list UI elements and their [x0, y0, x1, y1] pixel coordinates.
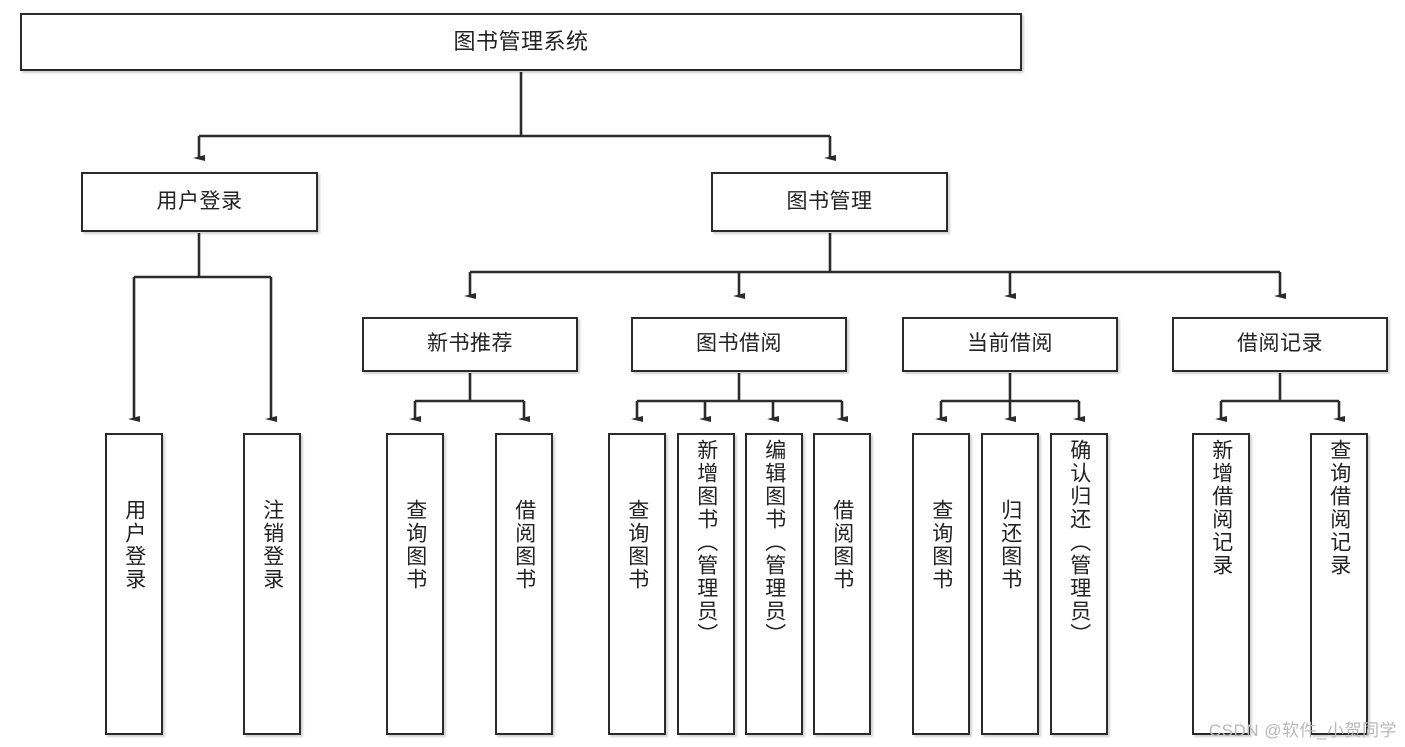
node-leaf-edit-book[interactable]: 编辑图书（管理员）	[745, 433, 803, 735]
node-new-book-recommend[interactable]: 新书推荐	[362, 317, 578, 372]
node-leaf-user-logout[interactable]: 注销登录	[243, 433, 301, 735]
node-root[interactable]: 图书管理系统	[20, 13, 1022, 71]
node-leaf-return-book-label: 归还图书	[998, 499, 1022, 591]
node-leaf-query-book-2-label: 查询图书	[625, 499, 649, 591]
node-user-login[interactable]: 用户登录	[81, 172, 318, 232]
node-borrow-record-label: 借阅记录	[1237, 332, 1323, 356]
node-leaf-query-book-1-label: 查询图书	[403, 499, 427, 591]
node-leaf-query-record-label: 查询借阅记录	[1327, 439, 1351, 577]
node-leaf-query-book-3-label: 查询图书	[929, 499, 953, 591]
node-current-borrow[interactable]: 当前借阅	[902, 317, 1118, 372]
node-leaf-borrow-book-2[interactable]: 借阅图书	[813, 433, 871, 735]
node-book-borrow[interactable]: 图书借阅	[631, 317, 847, 372]
node-leaf-add-record[interactable]: 新增借阅记录	[1192, 433, 1250, 735]
node-user-login-label: 用户登录	[156, 189, 243, 213]
node-leaf-borrow-book-1-label: 借阅图书	[512, 499, 536, 591]
node-book-management-label: 图书管理	[786, 189, 873, 213]
node-book-management[interactable]: 图书管理	[711, 172, 948, 232]
node-leaf-borrow-book-1[interactable]: 借阅图书	[495, 433, 553, 735]
node-leaf-borrow-book-2-label: 借阅图书	[830, 499, 854, 591]
node-book-borrow-label: 图书借阅	[696, 332, 782, 356]
node-root-label: 图书管理系统	[453, 29, 589, 55]
csdn-watermark: CSDN @软件_小贺同学	[1208, 721, 1397, 740]
node-leaf-add-record-label: 新增借阅记录	[1209, 439, 1233, 577]
node-leaf-confirm-return[interactable]: 确认归还（管理员）	[1050, 433, 1108, 735]
node-leaf-query-record[interactable]: 查询借阅记录	[1310, 433, 1368, 735]
node-leaf-query-book-3[interactable]: 查询图书	[912, 433, 970, 735]
node-new-book-recommend-label: 新书推荐	[427, 332, 513, 356]
node-leaf-return-book[interactable]: 归还图书	[981, 433, 1039, 735]
node-leaf-add-book[interactable]: 新增图书（管理员）	[677, 433, 735, 735]
node-leaf-edit-book-label: 编辑图书（管理员）	[762, 439, 786, 646]
node-current-borrow-label: 当前借阅	[967, 332, 1053, 356]
node-leaf-user-logout-label: 注销登录	[260, 499, 284, 591]
node-leaf-user-login[interactable]: 用户登录	[105, 433, 163, 735]
node-borrow-record[interactable]: 借阅记录	[1172, 317, 1388, 372]
node-leaf-confirm-return-label: 确认归还（管理员）	[1067, 439, 1091, 646]
node-leaf-query-book-2[interactable]: 查询图书	[608, 433, 666, 735]
node-leaf-query-book-1[interactable]: 查询图书	[386, 433, 444, 735]
node-leaf-user-login-label: 用户登录	[122, 499, 146, 591]
node-leaf-add-book-label: 新增图书（管理员）	[694, 439, 718, 646]
